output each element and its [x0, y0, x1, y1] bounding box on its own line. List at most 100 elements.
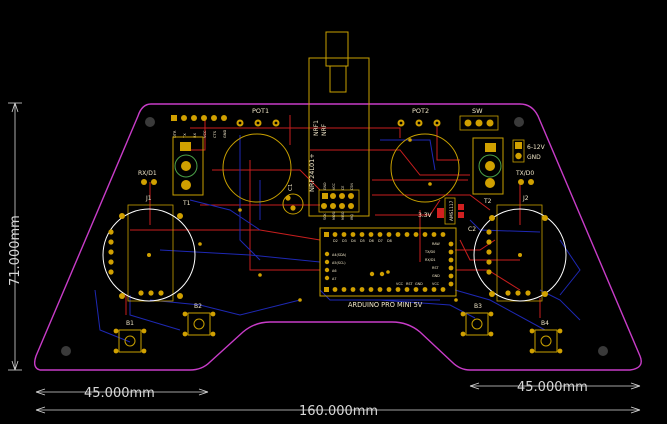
- j2-pad: [486, 269, 492, 275]
- c2-pad: [458, 212, 464, 218]
- tx-label: TX/D0: [515, 170, 534, 177]
- j2-label: J2: [522, 195, 529, 202]
- nrf-pad: [330, 193, 336, 199]
- j2-pad: [486, 249, 492, 255]
- b2-outline: [187, 312, 211, 336]
- header-pin-label: TX: [183, 133, 187, 139]
- arduino-pin-label: D7: [378, 239, 383, 243]
- arduino-pin-label: D6: [369, 239, 374, 243]
- c1-pad: [290, 205, 296, 211]
- b4-label: B4: [541, 320, 549, 327]
- regulator-pad: [437, 208, 444, 218]
- nrf-footprint-label: NRF24L01+: [308, 153, 316, 192]
- c1-label: C1: [288, 184, 294, 191]
- j1-pad: [158, 290, 164, 296]
- tx-pad: [528, 179, 534, 185]
- switch-outline: [459, 115, 499, 131]
- t1-component: T1: [172, 136, 204, 207]
- regulator-body: [444, 197, 456, 225]
- t2-outline: [472, 137, 504, 195]
- button-b2: B2: [182, 303, 216, 337]
- arduino-pin-label: RST: [432, 266, 440, 270]
- bottom-layer-traces: [94, 135, 581, 343]
- pot2-body: [390, 133, 460, 203]
- j2-pad: [542, 215, 548, 221]
- rx-pad: [151, 179, 157, 185]
- t1-outline: [172, 136, 204, 196]
- t2-label: T2: [483, 198, 492, 205]
- j1-joystick: J1: [102, 195, 196, 302]
- j2-pad: [489, 215, 495, 221]
- arduino-outline: [319, 227, 457, 297]
- header-pin-label: DTR: [173, 130, 177, 138]
- switch-pad: [464, 119, 472, 127]
- c1-capacitor: C1: [282, 184, 304, 215]
- t1-pad: [180, 142, 191, 151]
- total-width-dimension: 160.000mm: [35, 404, 641, 419]
- j2-pad: [515, 290, 521, 296]
- nrf-pin-label: VCC: [332, 182, 336, 190]
- header-pad: [181, 115, 187, 121]
- pot2-label: POT2: [412, 107, 429, 115]
- j2-pad: [489, 291, 495, 297]
- j1-pad: [108, 229, 114, 235]
- arduino-pro-mini: RAW TX/D0 RX/D1 RST GND VCC A4(SDA) A5(S…: [319, 227, 457, 309]
- left-width-dimension-label: 45.000mm: [84, 386, 155, 401]
- button-b1: B1: [113, 320, 147, 354]
- j2-pad: [486, 229, 492, 235]
- b3-label: B3: [474, 303, 482, 310]
- header-pin-label: RX: [193, 133, 197, 138]
- nrf24-module: NRF1 NRF NRF24L01+ GND VCC CE CSN SCK M: [308, 31, 370, 220]
- nrf-pin-label: SCK: [323, 213, 327, 220]
- j1-pad: [108, 269, 114, 275]
- header-pad: [171, 115, 177, 121]
- j2-pad: [486, 239, 492, 245]
- regulator-ams1117: 3.3V AMS1117 C2: [418, 197, 476, 233]
- arduino-top-pads: [324, 232, 446, 237]
- power-pad: [515, 152, 522, 160]
- arduino-pin-label: GND: [432, 274, 440, 278]
- pot1-body: [222, 133, 292, 203]
- power-pad: [515, 142, 522, 149]
- rx-pad: [141, 179, 147, 185]
- nrf-pad: [321, 203, 327, 209]
- j2-center: [518, 253, 522, 257]
- board-outline: [33, 103, 642, 371]
- j1-pad: [119, 213, 125, 219]
- left-width-dimension: 45.000mm: [35, 386, 209, 401]
- nrf-ref-label: NRF1: [313, 120, 320, 136]
- nrf-pad: [330, 203, 336, 209]
- mounting-hole: [514, 117, 524, 127]
- nrf-pin-label: GND: [323, 182, 327, 190]
- nrf-pin-label: MISO: [341, 211, 345, 220]
- rx-label: RX/D1: [138, 170, 157, 177]
- switch-pad: [475, 119, 483, 127]
- arduino-title: ARDUINO PRO MINI 5V: [348, 301, 423, 309]
- j1-pad: [177, 293, 183, 299]
- j2-pad: [525, 290, 531, 296]
- t1-label: T1: [182, 200, 191, 207]
- nrf-pin-label: MOSI: [332, 211, 336, 220]
- arduino-pin-label: D5: [360, 239, 365, 243]
- total-width-dimension-label: 160.000mm: [299, 404, 378, 419]
- j2-pad: [486, 259, 492, 265]
- header-pad: [211, 115, 217, 121]
- arduino-pin-label: RAW: [432, 242, 440, 246]
- j2-body: [473, 208, 567, 302]
- b3-outline: [465, 312, 489, 336]
- nrf-pin-label: IRQ: [350, 214, 354, 220]
- power-connector-outline: [512, 139, 525, 163]
- arduino-bottom-pads: [324, 287, 446, 292]
- nrf-pad: [322, 193, 328, 199]
- regulator-output-label: 3.3V: [418, 212, 433, 219]
- nrf-pin-label: CSN: [350, 183, 354, 190]
- t2-pad: [485, 161, 495, 171]
- b2-label: B2: [194, 303, 202, 310]
- nrf-value-label: NRF: [321, 123, 328, 136]
- j1-pad: [138, 290, 144, 296]
- pot1-label: POT1: [252, 107, 269, 115]
- arduino-pin-label: RST: [406, 282, 414, 286]
- arduino-pin-label: D4: [351, 239, 356, 243]
- mounting-holes: [61, 117, 608, 356]
- t1-ring: [174, 154, 198, 178]
